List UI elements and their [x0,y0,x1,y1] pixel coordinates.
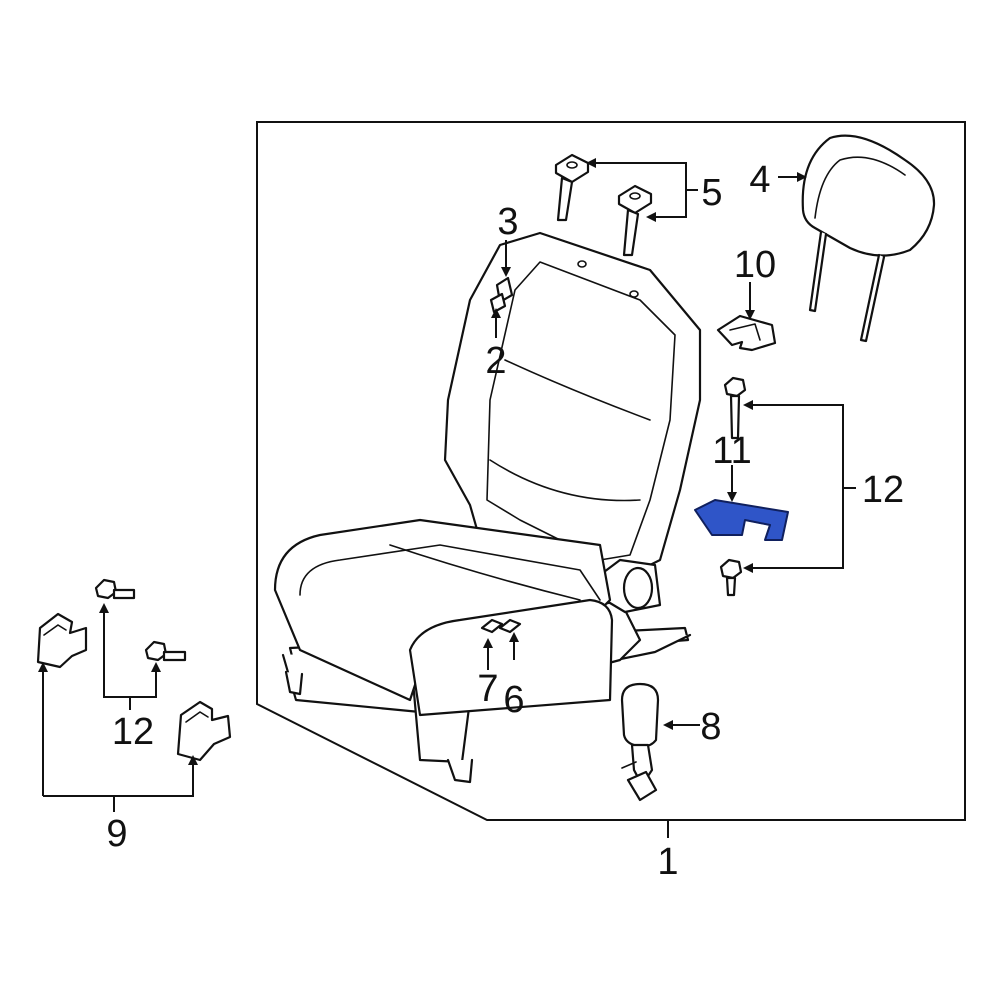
callout-9: 9 [106,813,127,855]
callout-2: 2 [485,340,506,382]
callout-3: 3 [497,201,518,243]
leader-lines [38,158,856,838]
bolt-icon [719,376,747,597]
seat-assembly-icon [273,231,702,784]
bracket-icon [716,314,777,352]
clip-icon [489,276,514,314]
headrest-icon [801,134,936,343]
seat-belt-buckle-icon [620,682,660,802]
bolt-icon [94,578,187,662]
assembly-boundary [256,121,966,821]
callout-7: 7 [477,668,498,710]
callout-5: 5 [701,172,722,214]
headrest-guide-icon [554,153,653,257]
callout-11: 11 [712,430,751,472]
callout-1: 1 [657,841,678,883]
highlighted-cover-icon [694,499,789,541]
callout-12-right: 12 [862,469,904,511]
callout-4: 4 [749,159,770,201]
callout-10: 10 [734,244,776,286]
callout-12-left: 12 [112,711,154,753]
callout-6: 6 [503,679,524,721]
bracket-icon [36,612,232,762]
callout-8: 8 [700,706,721,748]
clip-icon [480,618,522,634]
